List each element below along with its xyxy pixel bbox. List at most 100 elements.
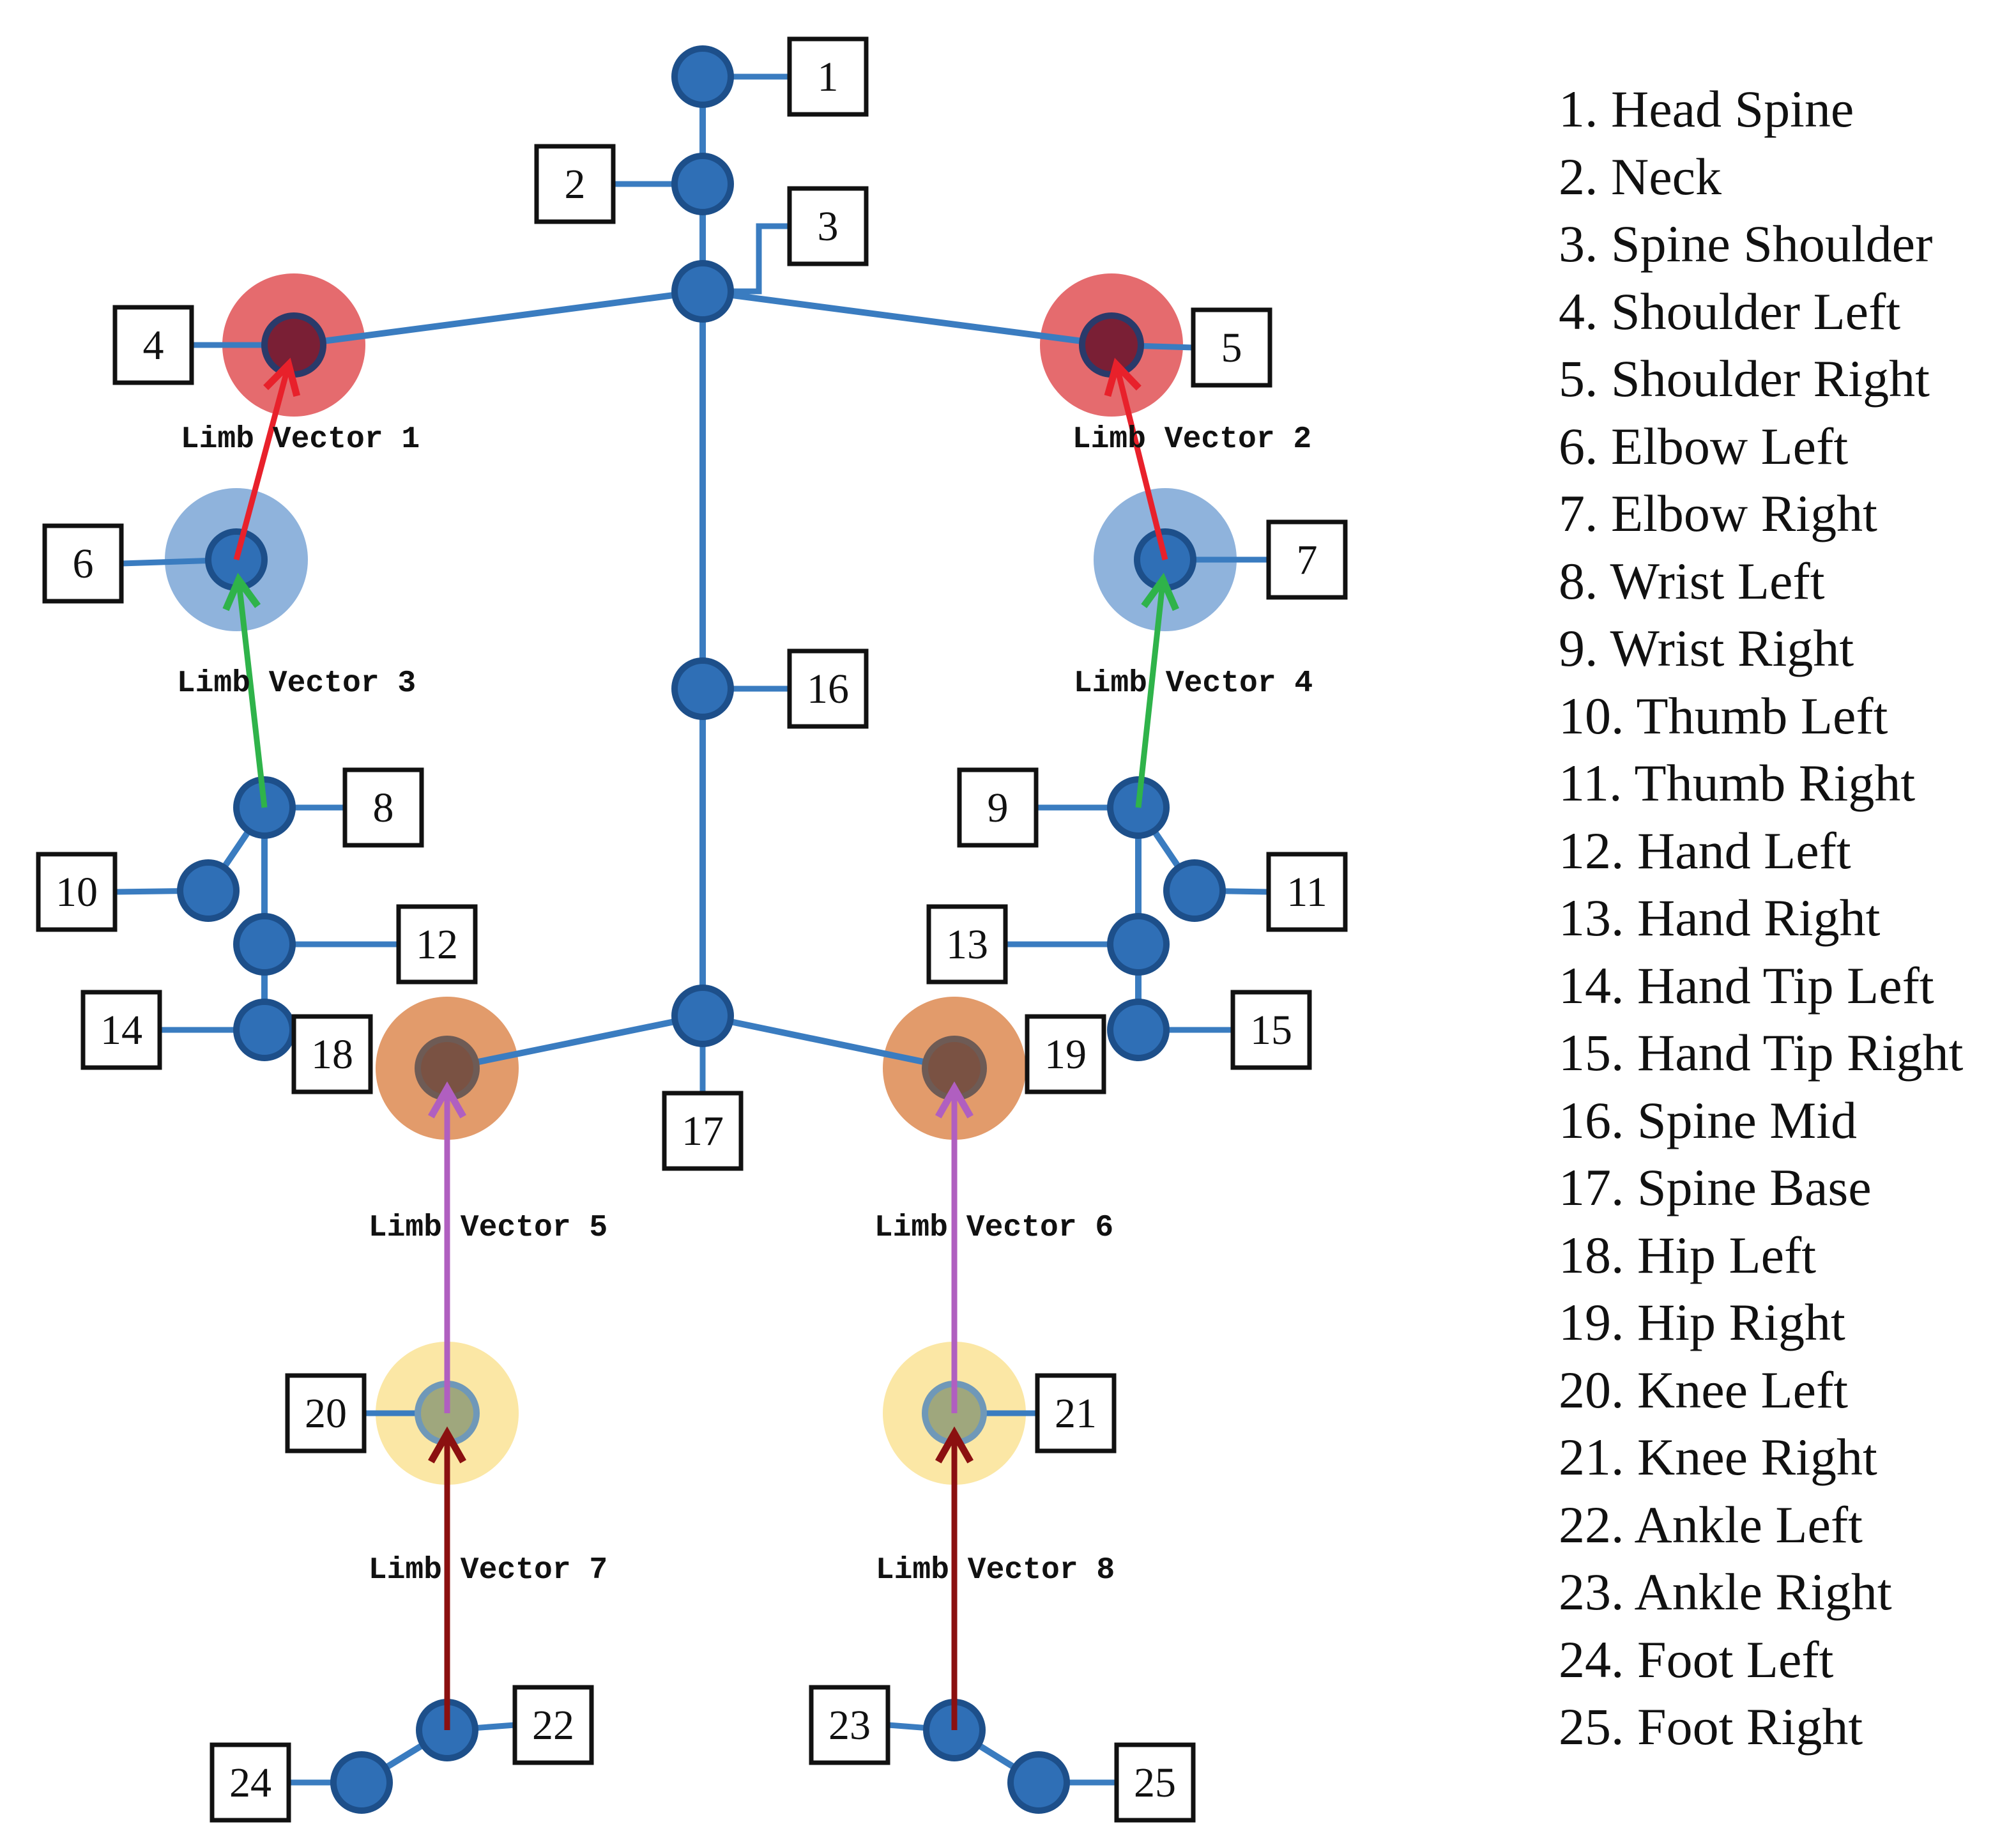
joint-number-box-13 [926, 904, 1008, 985]
legend-item: 12. Hand Left [1559, 821, 1851, 880]
joint-5 [1079, 312, 1144, 378]
joint-number-20: 20 [305, 1390, 347, 1437]
legend-item: 5. Shoulder Right [1559, 349, 1930, 408]
legend-item: 7. Elbow Right [1559, 484, 1877, 542]
legend-item: 24. Foot Left [1559, 1630, 1834, 1689]
legend-item: 6. Elbow Left [1559, 417, 1849, 475]
joint-10 [177, 859, 240, 922]
limb-vector-label-7: Limb Vector 7 [369, 1553, 607, 1588]
joint-12 [233, 913, 296, 976]
joint-number-15: 15 [1250, 1007, 1292, 1054]
limb-vector-arrow-3 [222, 572, 268, 808]
joint-number-16: 16 [807, 666, 849, 712]
joint-number-box-19 [1025, 1014, 1106, 1094]
joint-4 [261, 312, 326, 378]
legend-item: 3. Spine Shoulder [1559, 215, 1933, 273]
joint-number-box-17 [662, 1091, 744, 1171]
bone-17-19 [699, 1013, 958, 1071]
joint-number-box-12 [396, 904, 478, 985]
joint-number-box-1 [787, 36, 869, 117]
joint-number-7: 7 [1297, 537, 1318, 583]
joint-25 [1007, 1751, 1070, 1814]
joint-number-13: 13 [946, 921, 988, 968]
joint-number-22: 22 [532, 1702, 574, 1749]
limb-vector-label-2: Limb Vector 2 [1073, 422, 1311, 457]
legend-item: 20. Knee Left [1559, 1360, 1849, 1419]
legend-item: 13. Hand Right [1559, 889, 1881, 947]
legend-item: 8. Wrist Left [1559, 551, 1825, 610]
joint-number-box-5 [1191, 307, 1272, 388]
limb-vector-label-4: Limb Vector 4 [1074, 666, 1313, 701]
legend-item: 1. Head Spine [1559, 80, 1854, 138]
joint-number-9: 9 [988, 785, 1009, 831]
legend-item: 9. Wrist Right [1559, 619, 1854, 677]
joint-14 [233, 999, 296, 1061]
joint-number-5: 5 [1221, 325, 1242, 371]
joint-number-10: 10 [56, 869, 98, 916]
joint-number-box-22 [512, 1685, 594, 1765]
joint-19 [922, 1036, 987, 1101]
joint-number-box-2 [534, 144, 616, 224]
limb-vector-arrow-2 [1104, 357, 1168, 561]
joint-number-box-8 [342, 767, 424, 848]
joint-number-24: 24 [229, 1759, 271, 1806]
limb-vector-layer [222, 357, 1179, 1730]
legend-item: 19. Hip Right [1559, 1293, 1845, 1351]
joint-number-12: 12 [416, 921, 458, 968]
limb-vector-label-3: Limb Vector 3 [177, 666, 416, 701]
legend-item: 21. Knee Right [1559, 1428, 1877, 1486]
joint-number-box-24 [210, 1742, 291, 1823]
joint-number-box-10 [36, 852, 118, 932]
legend-item: 18. Hip Left [1559, 1225, 1817, 1284]
joint-15 [1107, 999, 1170, 1061]
legend-item: 10. Thumb Left [1559, 686, 1888, 745]
joint-number-14: 14 [100, 1007, 142, 1054]
joint-number-box-21 [1035, 1373, 1117, 1453]
joint-number-box-23 [809, 1685, 890, 1765]
bone-17-18 [444, 1013, 706, 1071]
joint-number-17: 17 [682, 1108, 724, 1154]
legend-item: 15. Hand Tip Right [1559, 1023, 1964, 1082]
joint-number-box-11 [1266, 852, 1348, 932]
bone-3-4 [291, 288, 706, 348]
joint-1 [671, 45, 734, 108]
joint-2 [671, 153, 734, 215]
joint-17 [671, 985, 734, 1047]
joint-18 [415, 1036, 480, 1101]
limb-vector-label-1: Limb Vector 1 [181, 422, 420, 457]
joint-24 [330, 1751, 393, 1814]
joint-number-box-6 [42, 523, 124, 604]
legend-item: 16. Spine Mid [1559, 1091, 1857, 1149]
joint-11 [1163, 859, 1226, 922]
legend-item: 11. Thumb Right [1559, 754, 1916, 812]
joint-number-19: 19 [1044, 1031, 1087, 1078]
joint-16 [671, 657, 734, 720]
joint-number-8: 8 [373, 785, 394, 831]
legend-item: 23. Ankle Right [1559, 1563, 1892, 1621]
legend-item: 14. Hand Tip Left [1559, 956, 1934, 1015]
limb-vector-arrow-1 [233, 357, 301, 561]
joint-number-1: 1 [818, 54, 839, 100]
joint-number-6: 6 [73, 540, 94, 587]
joint-number-23: 23 [829, 1702, 871, 1749]
joint-number-21: 21 [1055, 1390, 1097, 1437]
joint-number-box-4 [112, 305, 194, 385]
legend-item: 17. Spine Base [1559, 1158, 1872, 1216]
joint-3 [671, 260, 734, 323]
joint-number-4: 4 [143, 322, 164, 369]
limb-vector-label-6: Limb Vector 6 [874, 1211, 1113, 1245]
joint-number-25: 25 [1134, 1759, 1176, 1806]
joint-number-box-14 [80, 990, 162, 1070]
joint-layer [177, 45, 1226, 1814]
bone-3-5 [699, 288, 1115, 348]
joint-number-box-16 [787, 648, 869, 729]
joint-number-box-20 [285, 1373, 367, 1453]
limb-vector-label-layer: Limb Vector 1 Limb Vector 2 Limb Vector 3 L… [177, 422, 1313, 1588]
limb-vector-arrow-4 [1135, 572, 1179, 808]
joint-number-2: 2 [565, 161, 586, 208]
joint-number-11: 11 [1287, 869, 1327, 916]
joint-number-box-7 [1266, 519, 1348, 600]
legend-item: 25. Foot Right [1559, 1698, 1863, 1756]
